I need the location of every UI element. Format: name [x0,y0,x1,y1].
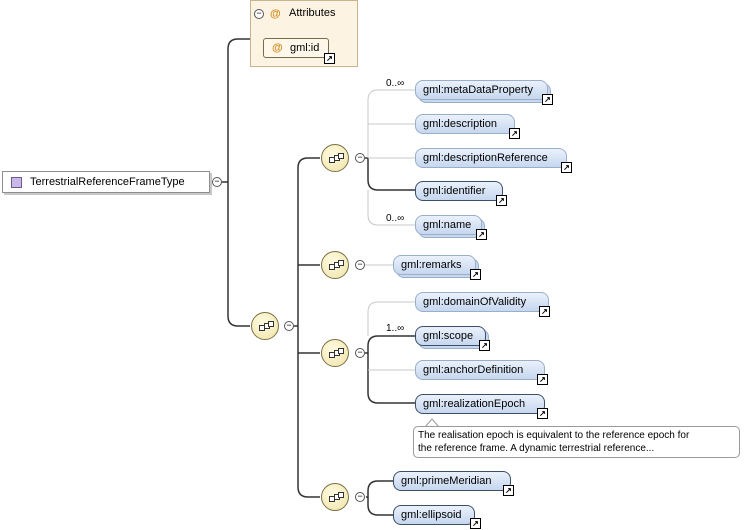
sequence-compositor-3[interactable] [321,339,349,367]
collapse-attributes-icon[interactable]: − [254,9,264,19]
element-gml-name[interactable]: gml:name [415,215,482,235]
sequence-icon [259,321,274,332]
complex-type-icon [11,177,22,188]
link-arrow-icon[interactable]: ↗ [537,374,548,385]
link-arrow-icon[interactable]: ↗ [537,408,548,419]
attribute-label: gml:id [290,42,320,54]
element-gml-description[interactable]: gml:description [415,114,515,134]
link-arrow-icon[interactable]: ↗ [539,306,550,317]
link-arrow-icon[interactable]: ↗ [470,269,481,280]
link-arrow-icon[interactable]: ↗ [542,94,553,105]
attribute-gml-id[interactable]: @ gml:id [263,38,329,58]
collapse-main-sequence-icon[interactable]: − [284,321,294,331]
element-gml-descriptionreference[interactable]: gml:descriptionReference [415,148,567,168]
documentation-tooltip: The realisation epoch is equivalent to t… [413,426,740,458]
sequence-icon [329,348,344,359]
link-arrow-icon[interactable]: ↗ [509,128,520,139]
element-gml-anchordefinition[interactable]: gml:anchorDefinition [415,360,545,380]
sequence-compositor-1[interactable] [321,144,349,172]
link-arrow-icon[interactable]: ↗ [476,229,487,240]
tooltip-line-1: The realisation epoch is equivalent to t… [418,430,690,441]
link-arrow-icon[interactable]: ↗ [561,162,572,173]
element-gml-scope[interactable]: gml:scope [415,326,486,346]
element-gml-identifier[interactable]: gml:identifier [415,181,503,201]
tooltip-line-2: the reference frame. A dynamic terrestri… [418,443,655,454]
collapse-sequence-3-icon[interactable]: − [355,348,365,358]
attribute-icon: @ [270,8,281,20]
attributes-title: Attributes [289,7,336,19]
collapse-root-icon[interactable]: − [212,177,222,187]
sequence-icon [329,492,344,503]
link-arrow-icon[interactable]: ↗ [470,518,481,529]
sequence-compositor-main[interactable] [251,312,279,340]
root-type-label: TerrestrialReferenceFrameType [30,176,185,188]
element-gml-domainofvalidity[interactable]: gml:domainOfValidity [415,292,549,312]
element-gml-remarks[interactable]: gml:remarks [393,255,476,275]
collapse-symbol: − [256,8,262,18]
attribute-icon: @ [272,42,283,54]
element-gml-realizationepoch[interactable]: gml:realizationEpoch [415,394,545,414]
collapse-sequence-2-icon[interactable]: − [355,260,365,270]
element-gml-ellipsoid[interactable]: gml:ellipsoid [393,505,475,525]
element-gml-primemeridian[interactable]: gml:primeMeridian [393,471,511,491]
sequence-icon [329,153,344,164]
element-gml-metadataproperty[interactable]: gml:metaDataProperty [415,80,548,100]
occurrence-label: 0..∞ [386,213,405,224]
link-arrow-icon[interactable]: ↗ [324,53,335,64]
link-arrow-icon[interactable]: ↗ [503,485,514,496]
sequence-compositor-4[interactable] [321,483,349,511]
sequence-compositor-2[interactable] [321,251,349,279]
link-arrow-icon[interactable]: ↗ [479,340,490,351]
collapse-sequence-4-icon[interactable]: − [355,492,365,502]
link-arrow-icon[interactable]: ↗ [496,195,507,206]
root-type-node[interactable]: TerrestrialReferenceFrameType [2,171,210,193]
sequence-icon [329,260,344,271]
occurrence-label: 0..∞ [386,78,405,89]
occurrence-label: 1..∞ [386,323,405,334]
collapse-sequence-1-icon[interactable]: − [355,153,365,163]
